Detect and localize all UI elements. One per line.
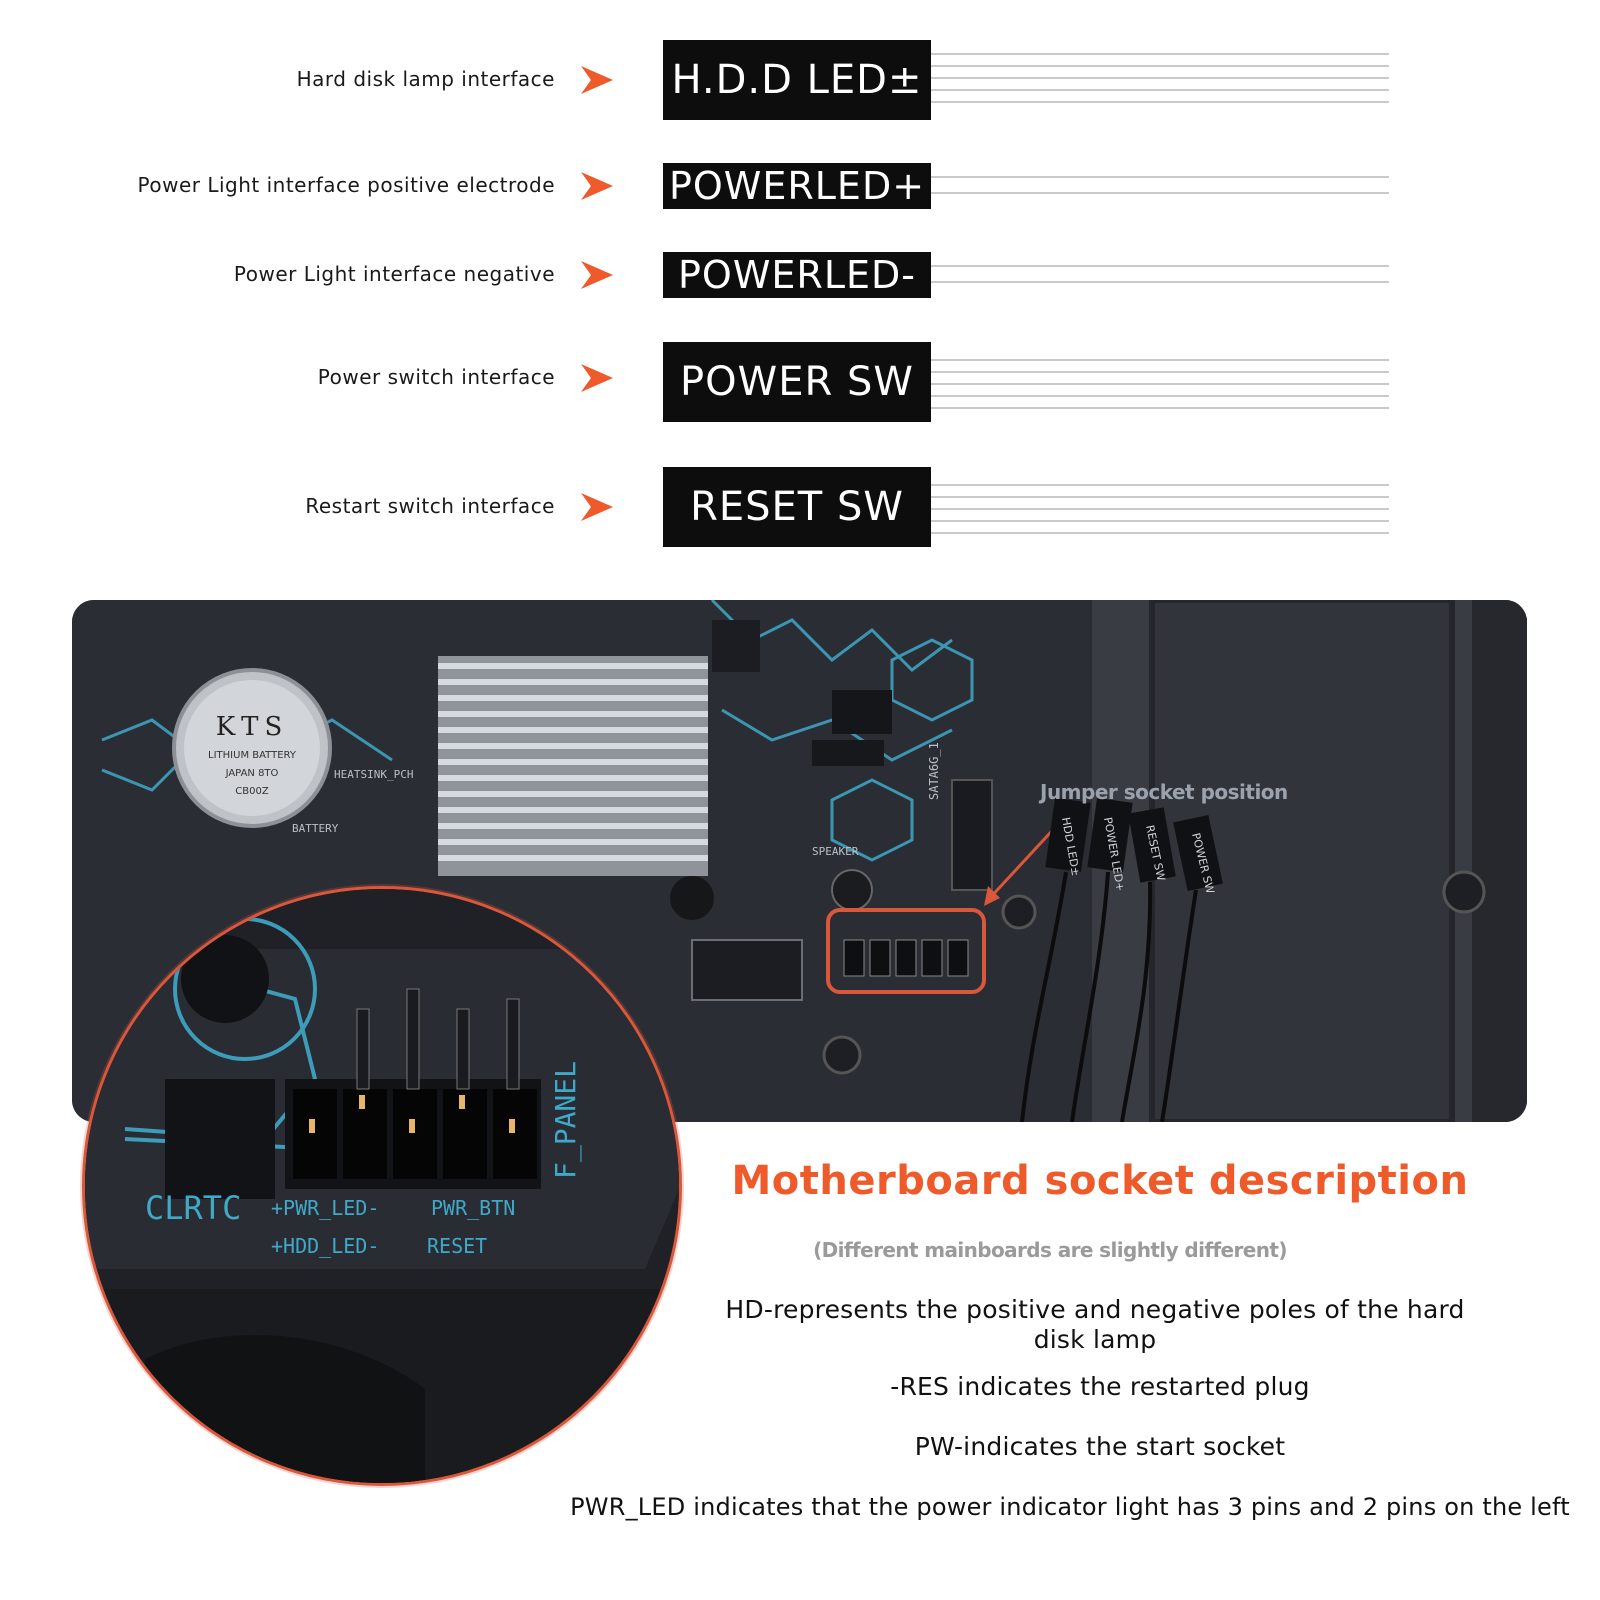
wire-lines [931,484,1389,534]
connector-row-power-led-plus: Power Light interface positive electrode… [0,163,1600,209]
wire-lines [931,53,1389,103]
f-panel-zoom: F_PANEL CLRTC +PWR_LED- PWR_BTN +HDD_LED… [82,886,682,1486]
description-line: -RES indicates the restarted plug [890,1372,1310,1401]
plug-label-box: H.D.D LED± [663,40,931,120]
plug-label-box: POWERLED+ [663,163,931,209]
connector-row-reset-sw: Restart switch interface RESET SW [0,467,1600,547]
connector-row-power-led-minus: Power Light interface negative POWERLED- [0,252,1600,298]
description-line: HD-represents the positive and negative … [725,1295,1465,1354]
heatsink [438,656,708,876]
speaker-label: SPEAKER [812,845,859,858]
pwr-btn-label: PWR_BTN [431,1196,515,1220]
connector-description: Power Light interface negative [233,262,555,286]
plug-label: POWERLED- [678,253,916,297]
connector-description: Restart switch interface [305,494,555,518]
cable-connectors [1045,797,1223,891]
f-panel-illustration: F_PANEL CLRTC +PWR_LED- PWR_BTN +HDD_LED… [85,889,679,1483]
battery-brand: KTS [216,712,289,742]
arrow-right-icon [581,66,613,94]
battery-line2: JAPAN 8TO [225,768,279,779]
arrow-right-icon [581,261,613,289]
description-subtitle: (Different mainboards are slightly diffe… [813,1238,1287,1262]
wire-lines [931,265,1389,283]
connector-row-power-sw: Power switch interface POWER SW [0,342,1600,422]
connector-description: Power Light interface positive electrode [137,173,555,197]
plug-label-box: POWER SW [663,342,931,422]
plug-label-box: POWERLED- [663,252,931,298]
connector-row-hdd-led: Hard disk lamp interface H.D.D LED± [0,40,1600,120]
clrtc-label: CLRTC [145,1189,241,1227]
description-line: PW-indicates the start socket [914,1432,1286,1461]
battery-label: BATTERY [292,822,339,835]
plug-label-box: RESET SW [663,467,931,547]
arrow-right-icon [581,364,613,392]
battery-line1: LITHIUM BATTERY [208,750,297,761]
sata-label: SATA6G_1 [927,742,941,800]
plug-label: POWER SW [680,359,914,405]
panel-label: F_PANEL [549,1061,583,1179]
arrow-right-icon [581,172,613,200]
description-line: PWR_LED indicates that the power indicat… [570,1493,1570,1521]
wire-lines [931,176,1389,194]
plug-label: RESET SW [690,484,904,530]
jumper-socket-highlight [826,908,986,994]
reset-label: RESET [427,1234,487,1258]
heatsink-label: HEATSINK_PCH [334,768,413,781]
connector-description: Hard disk lamp interface [296,67,555,91]
hdd-led-label: +HDD_LED- [271,1234,379,1258]
description-title: Motherboard socket description [731,1158,1469,1204]
connector-description: Power switch interface [317,365,555,389]
plug-label: POWERLED+ [668,164,926,208]
plug-label: H.D.D LED± [671,57,923,103]
arrow-pointer [986,818,1064,902]
arrow-right-icon [581,493,613,521]
wire-lines [931,359,1389,409]
pwr-led-label: +PWR_LED- [271,1196,379,1220]
jumper-caption: Jumper socket position [1040,780,1288,804]
battery-code: CB00Z [235,786,269,797]
